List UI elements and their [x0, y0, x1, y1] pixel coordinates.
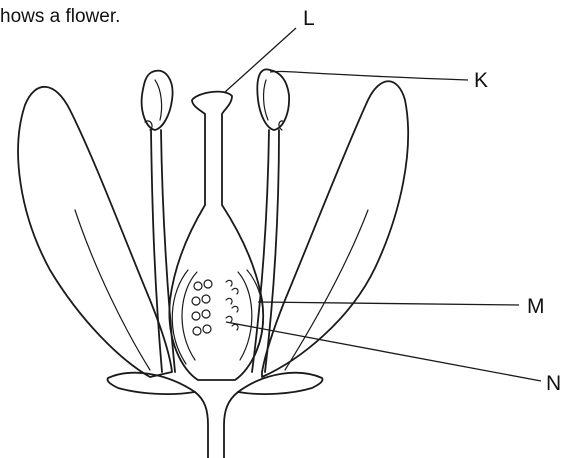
ovules: [192, 280, 238, 335]
pointer-m: [258, 302, 519, 305]
right-anther: [257, 69, 289, 130]
pointer-k: [270, 71, 468, 80]
flower-stalk: [195, 392, 208, 458]
left-filament: [151, 130, 162, 372]
ovary-wall-left: [182, 272, 197, 360]
right-sepal: [238, 373, 323, 394]
label-n: N: [546, 373, 561, 394]
left-petal: [18, 87, 172, 377]
label-k: K: [474, 70, 488, 91]
label-l: L: [303, 8, 315, 29]
label-m: M: [527, 296, 545, 317]
ovary-wall-right: [238, 272, 252, 360]
